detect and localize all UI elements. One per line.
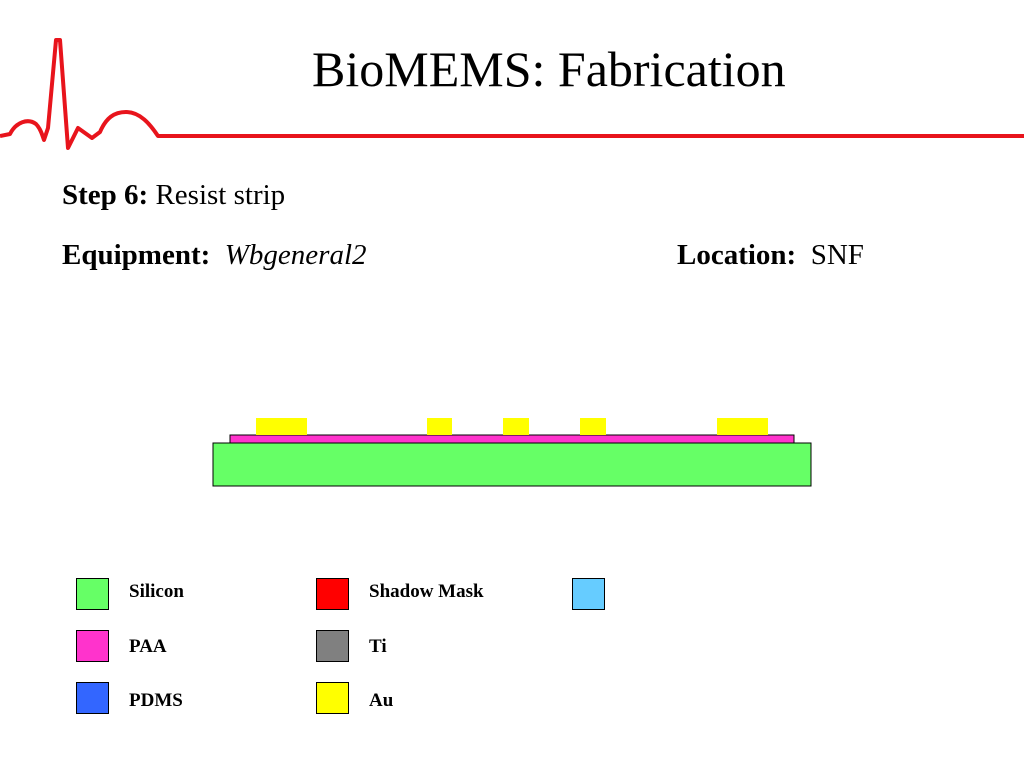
legend-label-au: Au — [369, 690, 394, 711]
legend-swatch-ti — [316, 630, 349, 662]
cross-section-diagram — [212, 418, 812, 487]
heartbeat-line-icon — [0, 38, 1024, 150]
silicon-substrate — [212, 442, 812, 487]
legend-swatch-pdms — [76, 682, 109, 714]
au-pad — [503, 418, 529, 435]
legend-swatch-unlabeled — [572, 578, 605, 610]
legend-swatch-silicon — [76, 578, 109, 610]
legend-label-silicon: Silicon — [129, 581, 184, 602]
equipment-line: Equipment: Wbgeneral2 — [62, 238, 367, 272]
location-value: SNF — [810, 239, 864, 271]
page-title: BioMEMS: Fabrication — [312, 41, 786, 97]
paa-layer — [229, 434, 795, 444]
step-label: Step 6: — [62, 179, 149, 211]
legend-swatch-shadow-mask — [316, 578, 349, 610]
legend-swatch-au — [316, 682, 349, 714]
au-pad — [256, 418, 307, 435]
legend-label-pdms: PDMS — [129, 690, 183, 711]
legend-swatch-paa — [76, 630, 109, 662]
legend-label-shadow-mask: Shadow Mask — [369, 581, 484, 602]
legend-label-paa: PAA — [129, 636, 167, 657]
equipment-label: Equipment: — [62, 239, 211, 271]
equipment-value: Wbgeneral2 — [224, 239, 367, 271]
au-pad — [717, 418, 768, 435]
legend-label-ti: Ti — [369, 636, 387, 657]
location-line: Location: SNF — [677, 238, 864, 272]
au-pad — [427, 418, 452, 435]
au-pad — [580, 418, 606, 435]
location-label: Location: — [677, 239, 797, 271]
step-line: Step 6: Resist strip — [62, 178, 285, 212]
step-value: Resist strip — [155, 179, 286, 211]
